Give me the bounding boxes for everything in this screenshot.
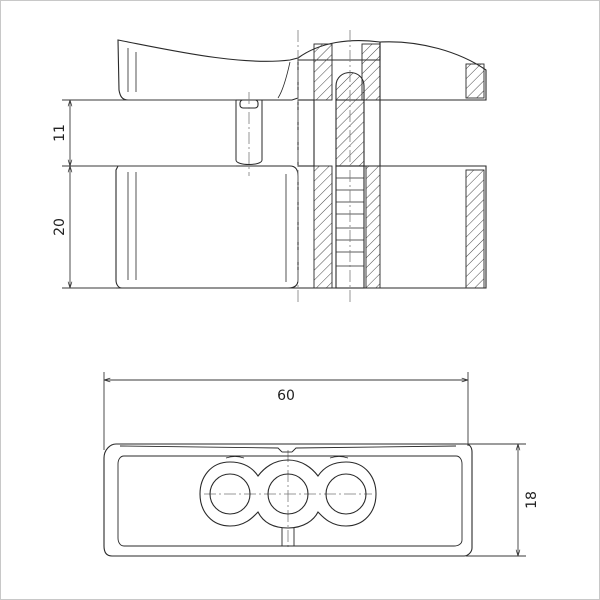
plan-inner-outline — [117, 455, 463, 547]
left-wall-upper-hatch — [313, 43, 333, 101]
upper-wing-left — [117, 39, 299, 101]
side-dimensions — [62, 99, 236, 289]
lower-pad-right-hatch — [465, 169, 485, 289]
lower-pad-left-inner — [127, 172, 287, 282]
plan-dimensions — [103, 372, 526, 557]
plan-lobe-outline — [199, 459, 377, 529]
dimension-upper-height: 11 — [52, 124, 68, 142]
upper-wing-right-hatch — [465, 63, 485, 99]
right-wall-upper-hatch — [361, 43, 381, 101]
plan-top-fillets — [225, 456, 349, 459]
dimension-plan-height: 18 — [524, 491, 540, 509]
right-body-gap — [364, 99, 381, 167]
upper-wing-right — [379, 41, 487, 101]
lower-pad-left — [115, 165, 299, 289]
dimension-lower-height: 20 — [52, 218, 68, 236]
plan-hole-left — [209, 473, 251, 515]
right-wall-lower-hatch — [365, 165, 381, 289]
plan-hole-right — [325, 473, 367, 515]
plan-outer-shell — [103, 443, 473, 557]
side-section-view — [115, 39, 487, 289]
plan-top-slot-left — [119, 445, 283, 453]
centerlines — [204, 30, 372, 548]
pin-gap — [235, 100, 263, 165]
left-wall-lower-hatch — [313, 165, 333, 289]
left-wall-gap — [297, 99, 315, 167]
plan-hole-center — [267, 473, 309, 515]
plan-bottom-channel — [281, 528, 295, 546]
plan-top-slot-right — [291, 445, 457, 453]
plan-view — [103, 443, 473, 557]
upper-wing-left-inner — [127, 48, 291, 99]
dimension-overall-width: 60 — [277, 388, 295, 404]
